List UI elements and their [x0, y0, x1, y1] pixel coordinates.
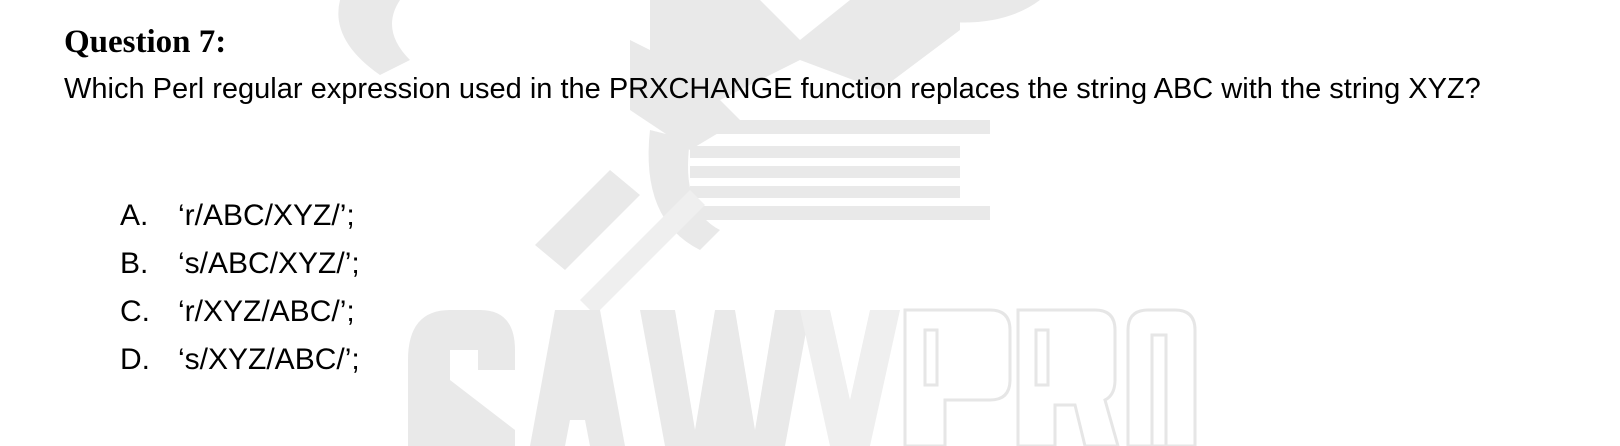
option-a[interactable]: A. ‘r/ABC/XYZ/’;: [120, 192, 360, 240]
option-d[interactable]: D. ‘s/XYZ/ABC/’;: [120, 336, 360, 384]
option-text: ‘r/XYZ/ABC/’;: [178, 295, 355, 328]
option-letter: D.: [120, 343, 150, 376]
question-block: Question 7: Which Perl regular expressio…: [64, 22, 1564, 376]
option-c[interactable]: C. ‘r/XYZ/ABC/’;: [120, 288, 360, 336]
option-letter: B.: [120, 247, 149, 280]
option-letter: A.: [120, 199, 149, 232]
option-text: ‘s/XYZ/ABC/’;: [178, 343, 360, 376]
answer-options: A. ‘r/ABC/XYZ/’; B. ‘s/ABC/XYZ/’; C. ‘r/…: [120, 192, 360, 384]
option-letter: C.: [120, 295, 150, 328]
option-b[interactable]: B. ‘s/ABC/XYZ/’;: [120, 240, 360, 288]
question-title: Question 7:: [64, 24, 227, 60]
option-text: ‘s/ABC/XYZ/’;: [178, 247, 360, 280]
option-text: ‘r/ABC/XYZ/’;: [178, 199, 355, 232]
question-text: Which Perl regular expression used in th…: [64, 73, 1481, 105]
